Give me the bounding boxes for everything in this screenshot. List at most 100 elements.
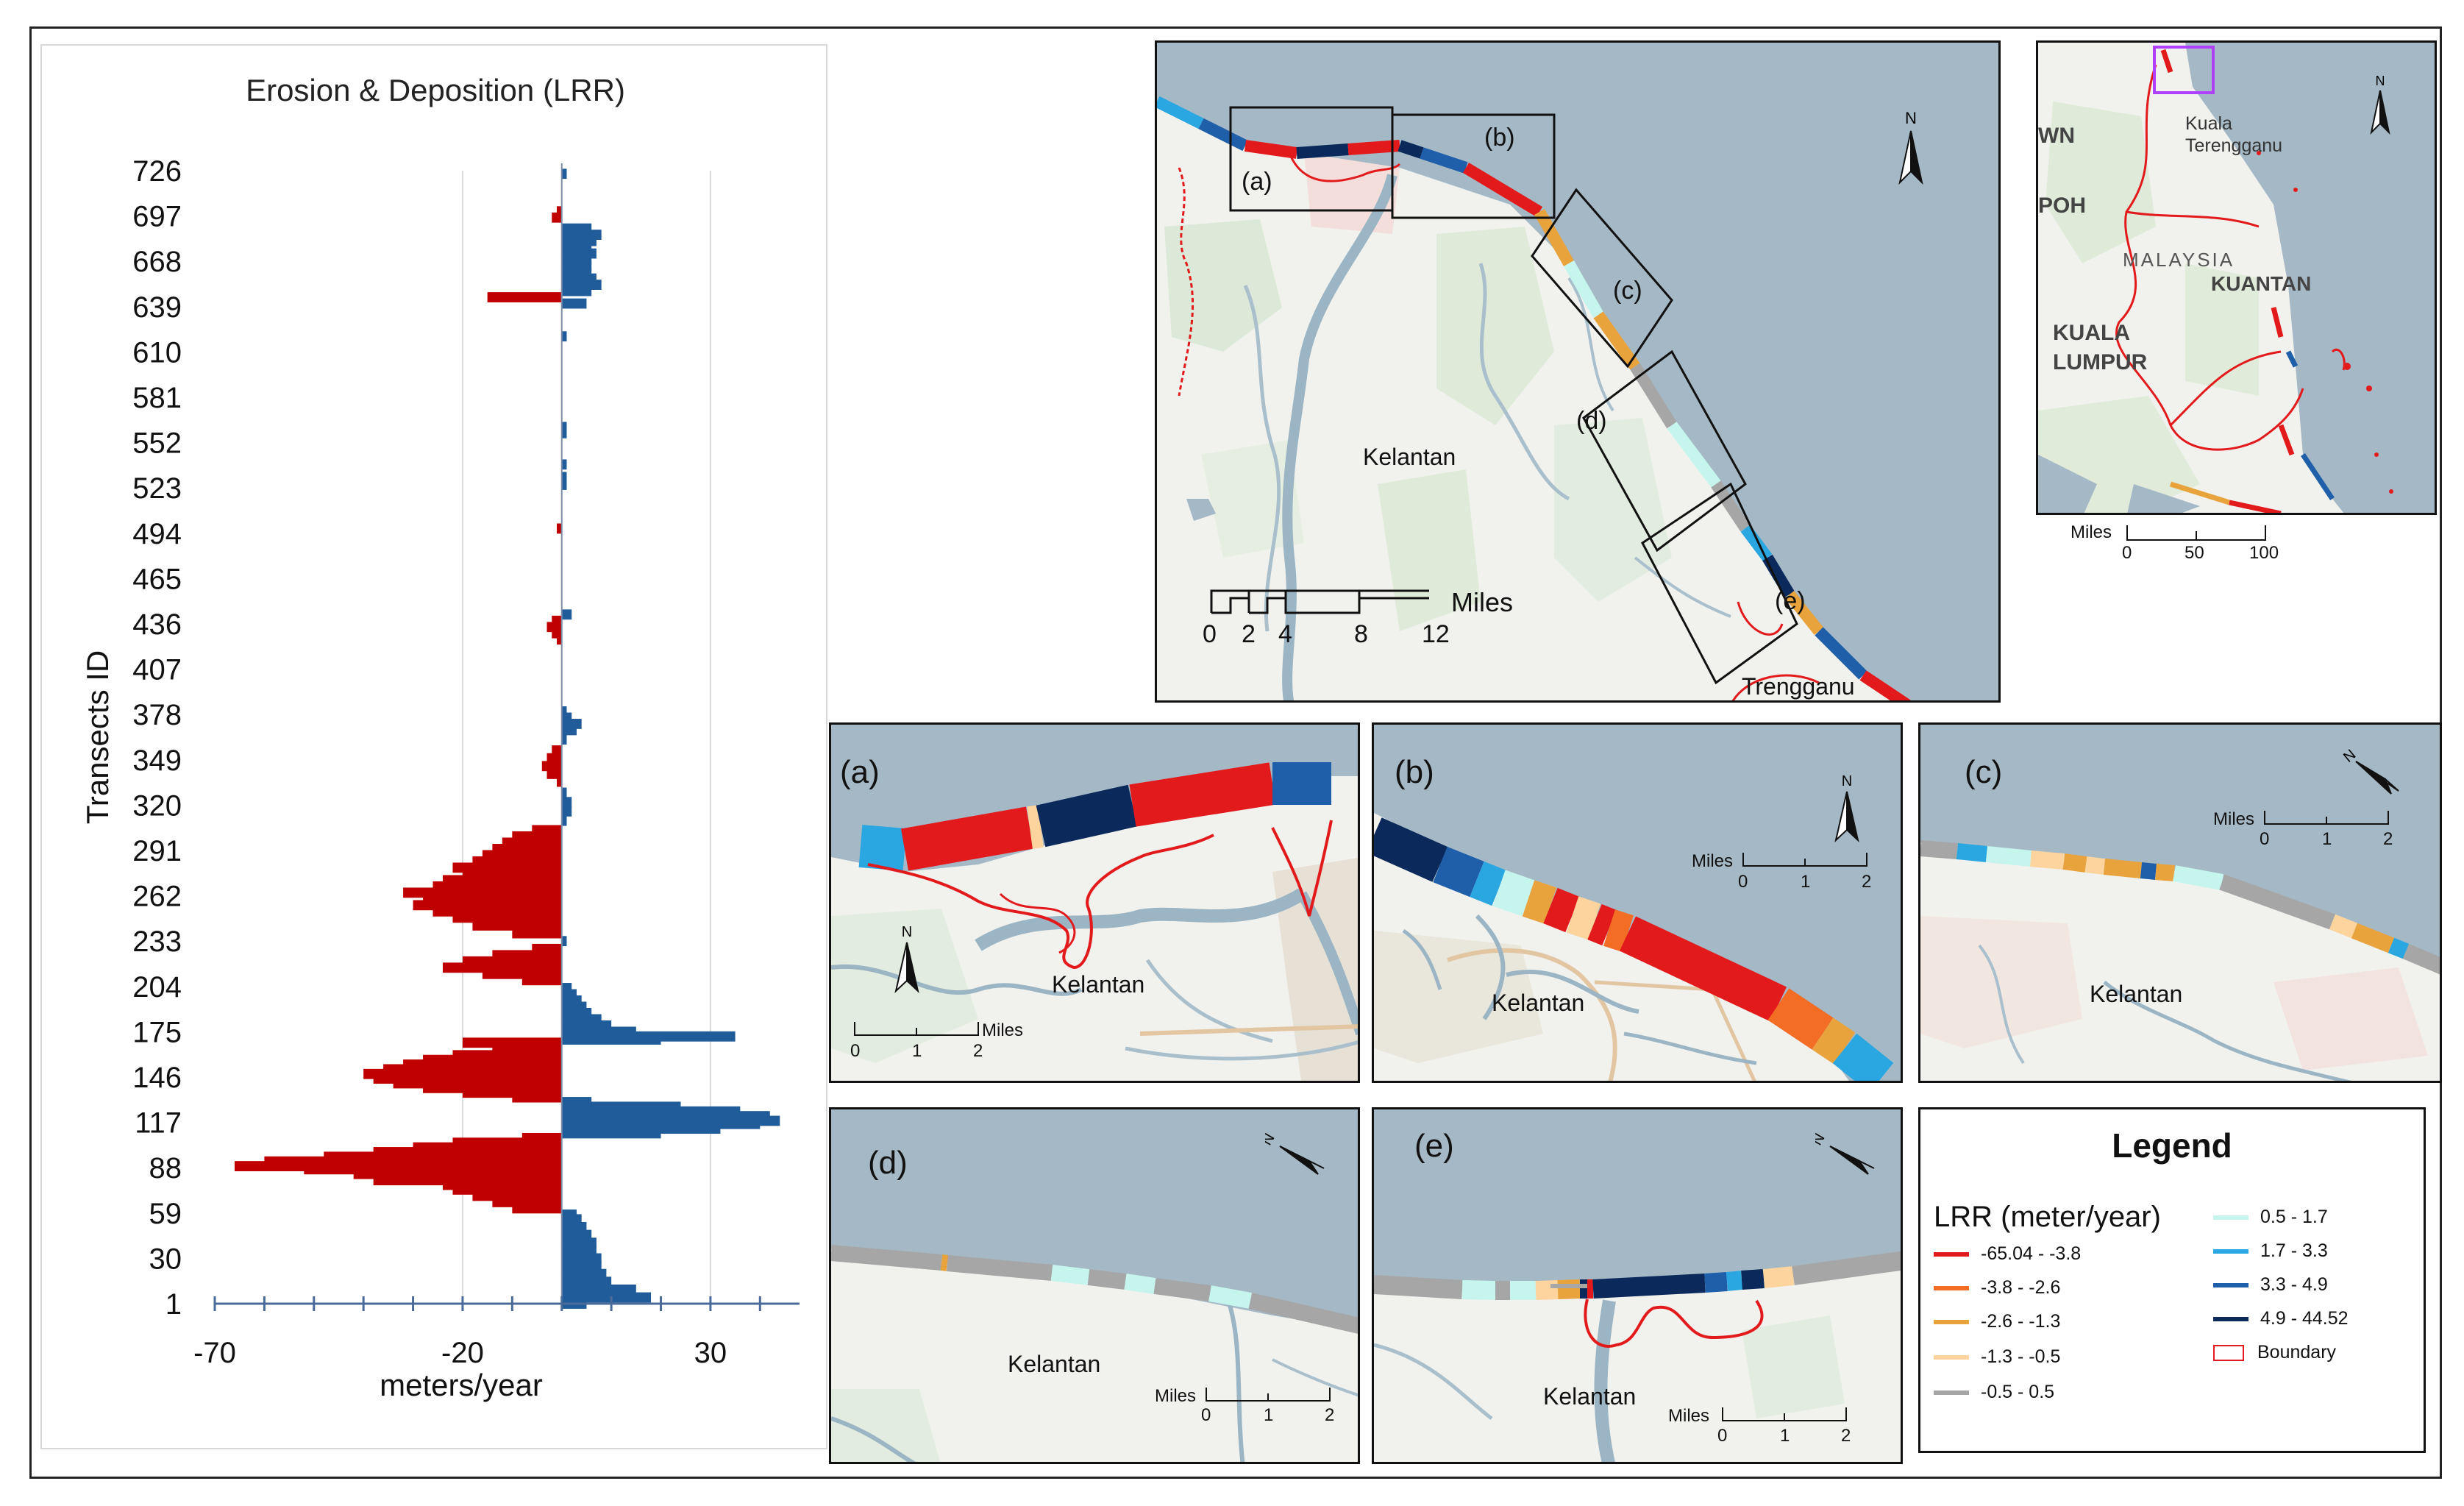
inset-scale-bar (2126, 525, 2266, 541)
y-tick-label: 494 (132, 518, 182, 550)
chart-bar (561, 1261, 602, 1271)
detail-b-letter: (b) (1395, 754, 1434, 790)
chart-bar (552, 615, 562, 626)
y-tick-label: 697 (132, 201, 182, 233)
y-tick-label: 175 (132, 1016, 182, 1048)
overview-map: (a) (b) (c) (d) (e) Kelantan Trengganu N… (1155, 40, 2001, 703)
chart-bar (546, 753, 562, 764)
overview-scale-bar (1210, 589, 1429, 614)
legend-item: -2.6 - -1.3 (1934, 1311, 2060, 1332)
chart-bar (561, 1097, 592, 1107)
inset-label-kuantan: KUANTAN (2211, 272, 2312, 295)
overview-scale-tick-2: 2 (1242, 620, 1256, 648)
detail-d-scale-tick-1: 1 (1264, 1405, 1274, 1425)
detail-d-letter: (d) (868, 1145, 908, 1181)
inset-label-poh: POH (2038, 193, 2087, 218)
detail-e-north-arrow-icon: N (1815, 1132, 1875, 1175)
detail-c-letter: (c) (1965, 754, 2003, 790)
y-tick-label: 407 (132, 654, 182, 686)
chart-bar (557, 523, 562, 534)
legend-item: -65.04 - -3.8 (1934, 1243, 2081, 1265)
legend-swatch (2213, 1249, 2248, 1254)
legend-item: -1.3 - -0.5 (1934, 1346, 2060, 1368)
chart-bar (561, 734, 567, 745)
y-tick-label: 30 (149, 1243, 182, 1275)
chart-bar (561, 1222, 587, 1232)
inset-scale-tick-50: 50 (2185, 543, 2204, 563)
detail-c-scale-unit: Miles (2213, 809, 2255, 829)
legend-item: -3.8 - -2.6 (1934, 1277, 2060, 1299)
detail-map-d: (d) Kelantan N Miles 0 1 2 (829, 1107, 1360, 1464)
legend-item: 4.9 - 44.52 (2213, 1308, 2349, 1329)
legend-item: 0.5 - 1.7 (2213, 1207, 2328, 1228)
legend-label: 4.9 - 44.52 (2260, 1308, 2349, 1329)
legend-swatch (1934, 1251, 1969, 1257)
legend-item: 1.7 - 3.3 (2213, 1240, 2328, 1262)
detail-a-scale-unit: Miles (982, 1020, 1024, 1040)
detail-e-scale-tick-2: 2 (1841, 1426, 1851, 1446)
chart-bar (561, 936, 567, 947)
svg-text:N: N (1842, 773, 1852, 789)
chart-bar (561, 1276, 612, 1287)
detail-b-place: Kelantan (1492, 990, 1585, 1016)
svg-text:N: N (1265, 1132, 1278, 1148)
chart-bar (561, 480, 567, 490)
y-tick-label: 581 (132, 382, 182, 414)
legend-title: Legend (2112, 1126, 2232, 1165)
chart-bar (561, 1229, 592, 1240)
chart-title: Erosion & Deposition (LRR) (246, 73, 625, 107)
chart-bar (561, 1268, 607, 1279)
detail-map-b: (b) Kelantan N Miles 0 1 2 (1372, 722, 1903, 1083)
chart-bar (561, 331, 567, 342)
detail-b-scale-tick-0: 0 (1738, 872, 1748, 892)
inset-north-arrow-icon: N (2370, 74, 2390, 135)
y-axis-label: Transects ID (80, 650, 115, 825)
detail-a-place: Kelantan (1052, 971, 1145, 998)
legend-swatch (2213, 1316, 2248, 1321)
chart-bar (557, 776, 562, 787)
chart-bar (561, 1253, 602, 1264)
x-tick-label: -20 (441, 1337, 484, 1369)
legend-label: -0.5 - 0.5 (1981, 1382, 2055, 1402)
y-tick-label: 349 (132, 745, 182, 777)
y-tick-label: 146 (132, 1062, 182, 1094)
y-tick-label: 639 (132, 291, 182, 324)
overview-scale-tick-0: 0 (1203, 620, 1217, 648)
legend-label: 3.3 - 4.9 (2260, 1274, 2328, 1295)
inset-map-malaysia: Kuala Terengganu MALAYSIA KUANTAN KUALA … (2036, 40, 2437, 515)
chart-bar (561, 422, 567, 433)
y-tick-label: 1 (165, 1288, 182, 1321)
chart-bar (561, 1245, 597, 1256)
detail-c-place: Kelantan (2090, 981, 2183, 1007)
chart-bar (557, 634, 562, 645)
overview-box-d-label: (d) (1576, 407, 1607, 435)
legend-label: -1.3 - -0.5 (1981, 1346, 2061, 1367)
y-tick-label: 262 (132, 881, 182, 913)
detail-d-place: Kelantan (1008, 1351, 1101, 1377)
detail-c-north-arrow-icon: N (2340, 747, 2399, 795)
inset-label-kuala-lumpur: KUALA LUMPUR (2053, 321, 2148, 374)
y-tick-label: 320 (132, 789, 182, 822)
y-tick-label: 465 (132, 563, 182, 595)
chart-bar (561, 787, 567, 798)
overview-box-a-label: (a) (1242, 168, 1272, 196)
chart-bar (561, 1210, 577, 1220)
detail-d-scale-bar (1206, 1388, 1331, 1402)
chart-bar (541, 761, 562, 772)
overview-box-c-label: (c) (1613, 277, 1642, 305)
chart-bar (561, 1284, 636, 1295)
legend-label: Boundary (2257, 1342, 2337, 1363)
chart-bar (561, 427, 567, 438)
detail-a-scale-tick-0: 0 (850, 1041, 861, 1061)
detail-a-scale-tick-2: 2 (973, 1041, 983, 1061)
legend-label: -3.8 - -2.6 (1981, 1277, 2061, 1298)
y-tick-label: 59 (149, 1198, 182, 1230)
chart-bar (561, 168, 567, 180)
detail-b-scale-tick-1: 1 (1801, 872, 1811, 892)
detail-b-scale-unit: Miles (1692, 851, 1734, 871)
chart-bar (512, 928, 562, 939)
y-tick-label: 523 (132, 472, 182, 505)
chart-bar (561, 1237, 597, 1249)
y-tick-label: 88 (149, 1152, 182, 1184)
overview-scale-tick-8: 8 (1354, 620, 1368, 648)
